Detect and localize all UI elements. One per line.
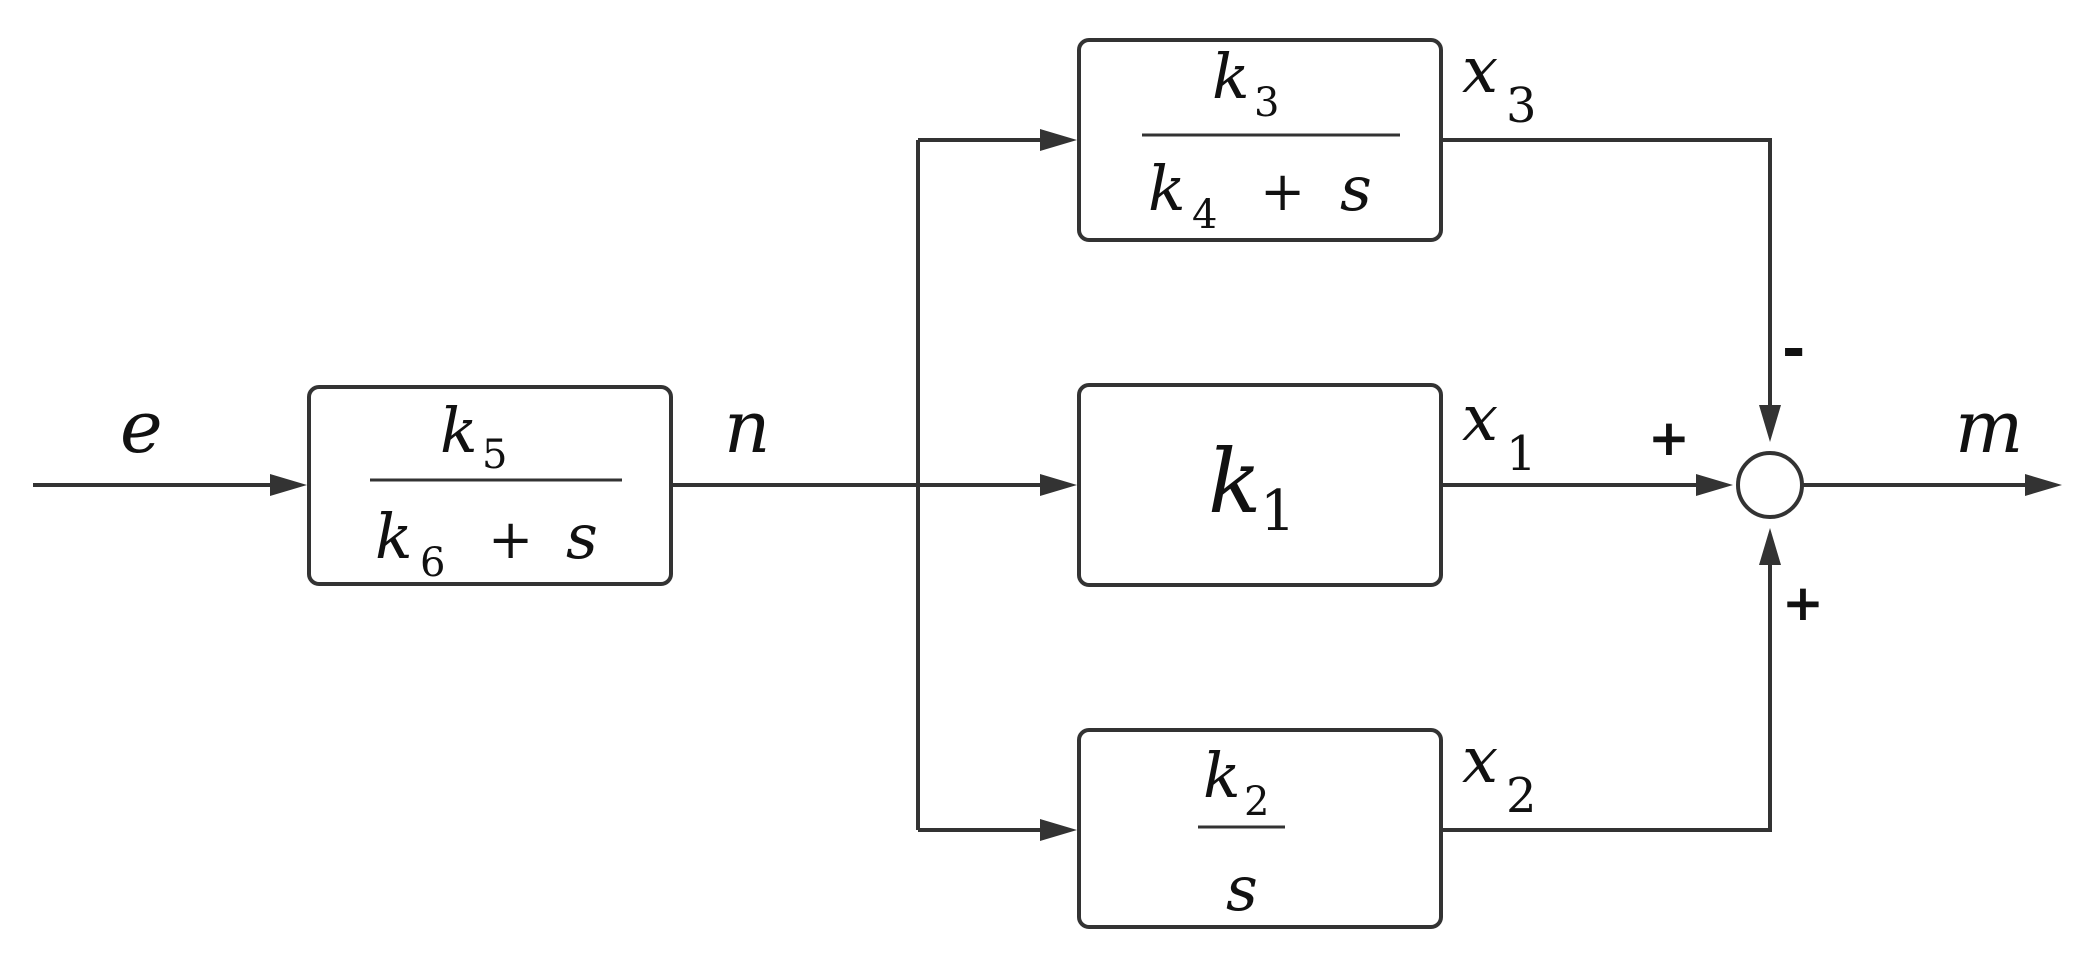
x1-subscript: 1 xyxy=(1506,426,1537,482)
top-denominator-subscript: 4 xyxy=(1192,192,1217,238)
prefilter-denominator-plus: + xyxy=(488,508,533,571)
prefilter-denominator-k: k xyxy=(375,500,413,573)
input-signal-label: e xyxy=(120,385,163,469)
n-signal-label: n xyxy=(724,385,770,469)
prefilter-block xyxy=(307,385,673,586)
x1-label: x xyxy=(1462,382,1498,456)
output-signal-label: m xyxy=(1955,385,2023,469)
bottom-branch-arrowhead xyxy=(1040,819,1077,841)
x3-subscript: 3 xyxy=(1506,78,1537,134)
bottom-numerator-subscript: 2 xyxy=(1244,779,1269,825)
top-denominator-k: k xyxy=(1148,152,1186,225)
x2-wire xyxy=(1442,560,1772,832)
input-arrowhead xyxy=(270,474,307,496)
top-block xyxy=(1077,38,1443,242)
middle-branch-arrowhead xyxy=(1040,474,1077,496)
output-arrowhead xyxy=(2025,474,2062,496)
top-numerator-subscript: 3 xyxy=(1254,80,1279,126)
bottom-numerator-k: k xyxy=(1203,739,1241,812)
x3-arrowhead xyxy=(1759,405,1781,442)
prefilter-denominator-subscript: 6 xyxy=(420,540,445,586)
sum-sign-bottom: + xyxy=(1782,574,1824,632)
sum-sign-left: + xyxy=(1648,409,1690,467)
middle-gain-subscript: 1 xyxy=(1260,479,1296,544)
bottom-denominator-s: s xyxy=(1226,852,1258,925)
prefilter-numerator-k: k xyxy=(440,394,478,467)
middle-gain-k: k xyxy=(1208,430,1261,533)
top-denominator-plus: + xyxy=(1260,160,1305,223)
middle-block xyxy=(1077,383,1443,587)
x3-label: x xyxy=(1462,34,1498,108)
top-numerator-k: k xyxy=(1212,40,1250,113)
top-branch-arrowhead xyxy=(1040,129,1077,151)
summing-junction xyxy=(1736,451,1804,519)
x2-label: x xyxy=(1462,724,1498,798)
x3-wire xyxy=(1442,138,1772,410)
top-denominator-s: s xyxy=(1340,152,1372,225)
x2-subscript: 2 xyxy=(1506,768,1537,824)
x1-arrowhead xyxy=(1696,474,1733,496)
sum-sign-top: - xyxy=(1782,317,1805,382)
x2-arrowhead xyxy=(1759,528,1781,565)
prefilter-denominator-s: s xyxy=(566,500,598,573)
prefilter-numerator-subscript: 5 xyxy=(482,432,507,478)
